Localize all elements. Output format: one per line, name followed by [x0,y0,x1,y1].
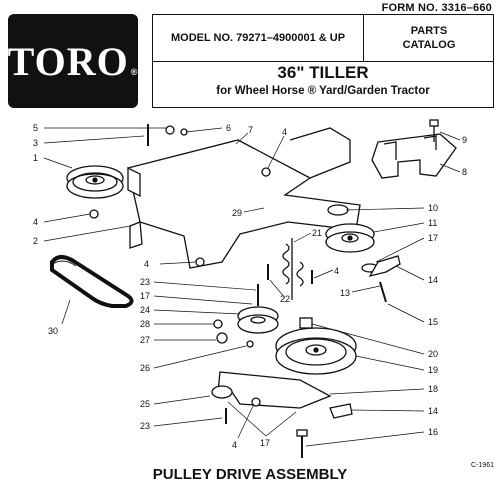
callout-4: 4 [33,217,38,227]
callout-1: 1 [33,153,38,163]
product-title: 36" TILLER [277,63,369,82]
callout-10: 10 [428,203,438,213]
callout-19: 19 [428,365,438,375]
callout-26: 26 [140,363,150,373]
drawing-code: C-1961 [471,462,494,469]
header-box: MODEL NO. 79271–4900001 & UP PARTS CATAL… [152,14,494,108]
logo-registered-mark: ® [130,67,139,77]
leader-lines [43,127,461,447]
form-number: FORM NO. 3316–660 [381,2,492,14]
callout-30: 30 [48,326,58,336]
callout-4: 4 [282,127,287,137]
pulley-11-drawing [325,223,375,253]
callout-23: 23 [140,277,150,287]
pulley-1-drawing [66,165,124,199]
model-number: MODEL NO. 79271–4900001 & UP [153,15,364,61]
product-subtitle: for Wheel Horse ® Yard/Garden Tractor [216,85,430,97]
callout-17: 17 [140,291,150,301]
callout-2: 2 [33,236,38,246]
callout-17: 17 [428,233,438,243]
callout-4: 4 [232,440,237,450]
catalog-line-1: PARTS [410,25,448,37]
callout-4: 4 [334,266,339,276]
bracket-8-drawing [371,133,457,179]
logo-text: TORO [7,38,129,84]
callout-16: 16 [428,427,438,437]
callout-22: 22 [280,294,290,304]
callout-20: 20 [428,349,438,359]
callout-9: 9 [462,135,467,145]
callout-7: 7 [248,125,253,135]
callout-8: 8 [462,167,467,177]
callout-18: 18 [428,384,438,394]
callout-4: 4 [144,259,149,269]
callout-14: 14 [428,275,438,285]
pulley-19-drawing [275,327,357,375]
toro-logo: TORO ® [8,14,138,108]
callout-29: 29 [232,208,242,218]
callout-27: 27 [140,335,150,345]
callout-numbers: 5 3 1 4 2 6 7 4 29 9 8 10 11 17 21 4 23 … [33,123,467,450]
callout-13: 13 [340,288,350,298]
callout-23: 23 [140,421,150,431]
callout-15: 15 [428,317,438,327]
callout-6: 6 [226,123,231,133]
callout-5: 5 [33,123,38,133]
callout-24: 24 [140,305,150,315]
callout-21: 21 [312,228,322,238]
belt-30-drawing [50,255,134,308]
callout-28: 28 [140,319,150,329]
callout-17: 17 [260,438,270,448]
callout-25: 25 [140,399,150,409]
assembly-title: PULLEY DRIVE ASSEMBLY [152,466,348,483]
parts-catalog-label: PARTS CATALOG [365,15,493,61]
callout-11: 11 [428,218,437,228]
exploded-parts-diagram: 5 3 1 4 2 6 7 4 29 9 8 10 11 17 21 4 23 … [33,119,467,458]
pulley-24-drawing [237,306,279,334]
callout-14: 14 [428,406,438,416]
catalog-line-2: CATALOG [402,39,456,51]
spring-drawing [282,243,290,285]
callout-3: 3 [33,138,38,148]
